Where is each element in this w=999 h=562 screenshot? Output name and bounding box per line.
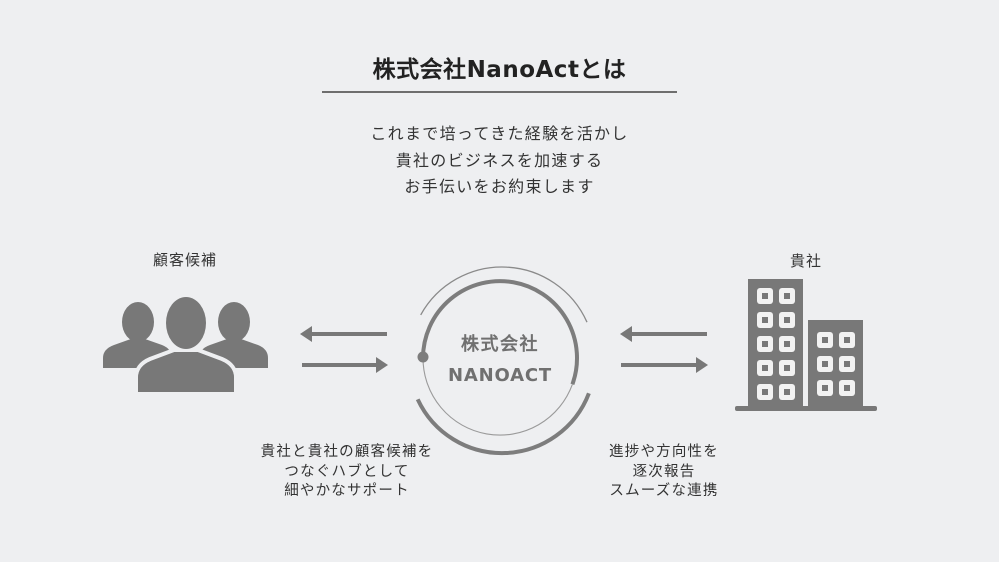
lead-line: 貴社のビジネスを加速する — [395, 150, 604, 170]
arrow-to-right-icon — [302, 357, 388, 373]
page-title: 株式会社NanoActとは — [372, 57, 627, 83]
arrow-to-left-icon — [300, 326, 387, 342]
caption-line: スムーズな連携 — [609, 483, 719, 499]
client-company-label: 貴社 — [789, 252, 822, 270]
lead-line: これまで培ってきた経験を活かし — [370, 124, 629, 143]
hub-company-label: 株式会社 — [461, 334, 539, 355]
ring-dot-icon — [417, 351, 429, 363]
title-divider — [322, 91, 677, 93]
caption-line: 逐次報告 — [632, 463, 696, 480]
left-caption: 貴社と貴社の顧客候補を つなぐハブとして 細やかなサポート — [247, 443, 447, 502]
people-group-icon — [103, 294, 268, 396]
caption-line: 細やかなサポート — [284, 483, 410, 499]
arrow-to-left-icon — [620, 326, 707, 342]
caption-line: 貴社と貴社の顧客候補を — [260, 444, 434, 460]
arrow-to-right-icon — [621, 357, 708, 373]
lead-line: お手伝いをお約束します — [404, 177, 595, 196]
right-caption: 進捗や方向性を 逐次報告 スムーズな連携 — [584, 443, 744, 502]
office-buildings-icon — [735, 279, 877, 411]
hub-brand-label: NANOACT — [448, 365, 552, 386]
caption-line: つなぐハブとして — [284, 463, 410, 480]
prospects-label: 顧客候補 — [152, 251, 217, 269]
hub-ring-icon — [415, 266, 591, 456]
lead-paragraph: これまで培ってきた経験を活かし 貴社のビジネスを加速する お手伝いをお約束します — [0, 121, 999, 201]
caption-line: 進捗や方向性を — [609, 444, 719, 460]
